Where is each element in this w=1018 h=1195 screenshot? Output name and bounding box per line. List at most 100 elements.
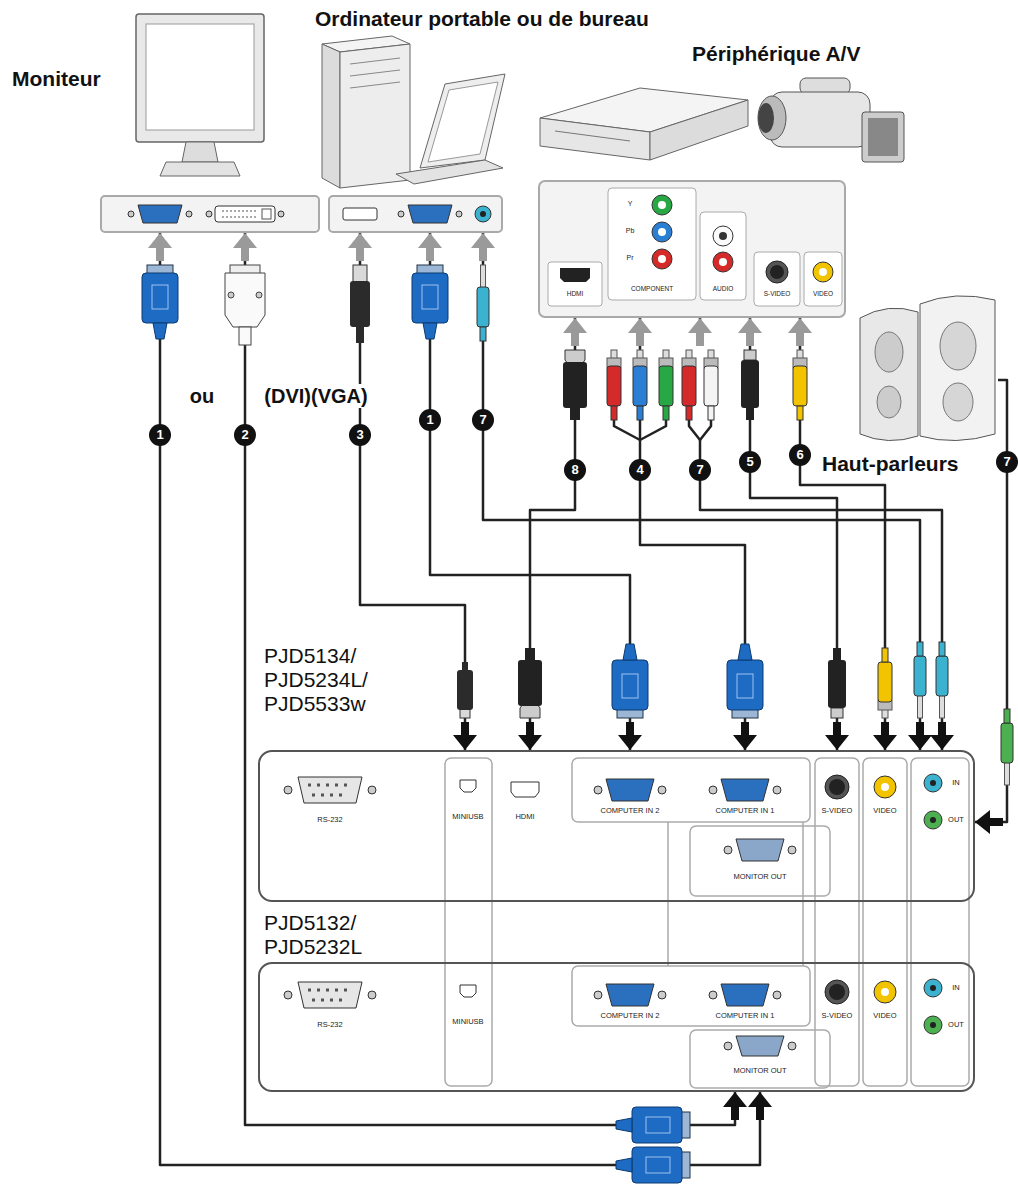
- node-heading: PJD5132/ PJD5232L: [264, 911, 404, 959]
- computer-port-panel: [329, 196, 502, 232]
- node-heading: Haut-parleurs: [822, 452, 959, 476]
- projector-ports-lower: [881, 988, 889, 996]
- cable: [245, 233, 735, 1125]
- device-end-plugs: [142, 265, 807, 440]
- port-label: Pr: [626, 254, 635, 262]
- port-bracket: [815, 758, 859, 1086]
- computer-port-panel: [408, 205, 452, 223]
- projector-ports-lower: [298, 982, 362, 1008]
- projector-end-plugs: [616, 1147, 690, 1183]
- av-port-panel: [819, 268, 827, 276]
- av-port-panel: [539, 181, 845, 317]
- speakers-drawing: [877, 386, 901, 418]
- port-label: MONITOR OUT: [732, 1066, 787, 1075]
- callout-number: 2: [234, 424, 256, 446]
- device-end-plugs: [741, 350, 759, 420]
- projector-ports-upper: [284, 786, 292, 794]
- projector-ports-lower: [368, 991, 376, 999]
- projector-ports-upper: [511, 782, 539, 797]
- projector-ports-upper: [736, 839, 784, 861]
- port-label: MONITOR OUT: [732, 872, 787, 881]
- speakers-drawing: [875, 332, 903, 372]
- port-label: AUDIO: [712, 285, 735, 293]
- av-port-panel: [560, 268, 590, 282]
- projector-ports-upper: [874, 776, 896, 798]
- node-heading: Périphérique A/V: [692, 42, 860, 66]
- projector-ports-lower: [825, 980, 849, 1004]
- connector-note: (DVI)(VGA): [263, 384, 368, 408]
- projector-ports-upper: [658, 786, 666, 794]
- computer-drawing: [350, 58, 400, 88]
- monitor-port-panel: [128, 211, 134, 217]
- callout-number: 8: [564, 459, 586, 481]
- port-label: S-VIDEO: [821, 806, 854, 815]
- port-label: COMPUTER IN 1: [715, 806, 776, 815]
- projector-ports-upper: [930, 780, 936, 786]
- av-port-panel: [813, 262, 833, 282]
- callout-number: 1: [419, 409, 441, 431]
- computer-port-panel: [475, 206, 491, 222]
- projector-ports-lower: [924, 979, 942, 997]
- monitor-port-panel: [138, 205, 182, 223]
- camcorder-drawing: [868, 118, 898, 156]
- device-end-plugs: [607, 350, 621, 420]
- device-end-plugs: [563, 350, 587, 420]
- port-label: Y: [627, 200, 634, 208]
- speakers-drawing: [860, 308, 918, 440]
- projector-ports-upper: [460, 780, 476, 792]
- port-label: COMPUTER IN 2: [600, 1011, 661, 1020]
- av-port-panel: [804, 252, 842, 306]
- computer-drawing: [428, 82, 498, 162]
- port-label: MINIUSB: [451, 812, 484, 821]
- av-port-panel: [652, 249, 672, 269]
- computer-port-panel: [398, 211, 404, 217]
- projector-ports-lower: [874, 981, 896, 1003]
- port-label: HDMI: [566, 290, 585, 298]
- av-port-panel: [719, 232, 727, 240]
- cable: [700, 318, 942, 750]
- computer-drawing: [322, 44, 340, 188]
- computer-port-panel: [343, 208, 377, 220]
- av-port-panel: [713, 252, 733, 272]
- av-player-drawing: [540, 118, 650, 160]
- projector-end-plugs: [518, 648, 542, 718]
- av-port-panel: [754, 252, 800, 306]
- projector-end-plugs: [914, 642, 926, 718]
- port-bracket: [572, 758, 810, 822]
- port-label: IN: [951, 983, 961, 992]
- device-end-plugs: [633, 350, 647, 420]
- projector-end-plugs: [828, 648, 846, 718]
- projector-ports-lower: [284, 991, 292, 999]
- monitor-port-panel: [262, 209, 271, 219]
- projector-ports-upper: [606, 779, 654, 801]
- cable: [800, 318, 885, 750]
- device-end-plugs: [682, 350, 696, 420]
- projector-ports-upper: [825, 775, 849, 799]
- port-bracket: [911, 758, 969, 1086]
- port-bracket: [690, 826, 830, 896]
- callout-number: 6: [789, 444, 811, 466]
- projector-end-plugs: [1001, 709, 1013, 785]
- cable: [430, 233, 630, 750]
- projector-ports-upper: [930, 817, 936, 823]
- av-port-panel: [700, 212, 746, 300]
- speakers-drawing: [943, 383, 973, 421]
- av-port-panel: [548, 262, 602, 306]
- av-player-drawing: [540, 88, 748, 160]
- projector-end-plugs: [457, 662, 473, 718]
- projector-ports-lower: [284, 979, 942, 1056]
- node-heading: Ordinateur portable ou de bureau: [315, 7, 649, 31]
- projector-ports-lower: [736, 1036, 784, 1056]
- projector-end-plugs: [936, 642, 948, 718]
- projector-ports-lower: [460, 985, 476, 997]
- projector-ports-lower: [788, 1042, 796, 1050]
- computer-port-panel: [480, 211, 486, 217]
- projector-panel: PJD5134/ PJD5234L/ PJD5533w: [258, 750, 975, 902]
- port-label: VIDEO: [812, 290, 834, 298]
- av-port-panel: [766, 261, 788, 283]
- projector-ports-lower: [724, 1042, 732, 1050]
- port-label: IN: [951, 778, 961, 787]
- port-bracket: [690, 1030, 830, 1088]
- port-label: COMPONENT: [630, 285, 674, 293]
